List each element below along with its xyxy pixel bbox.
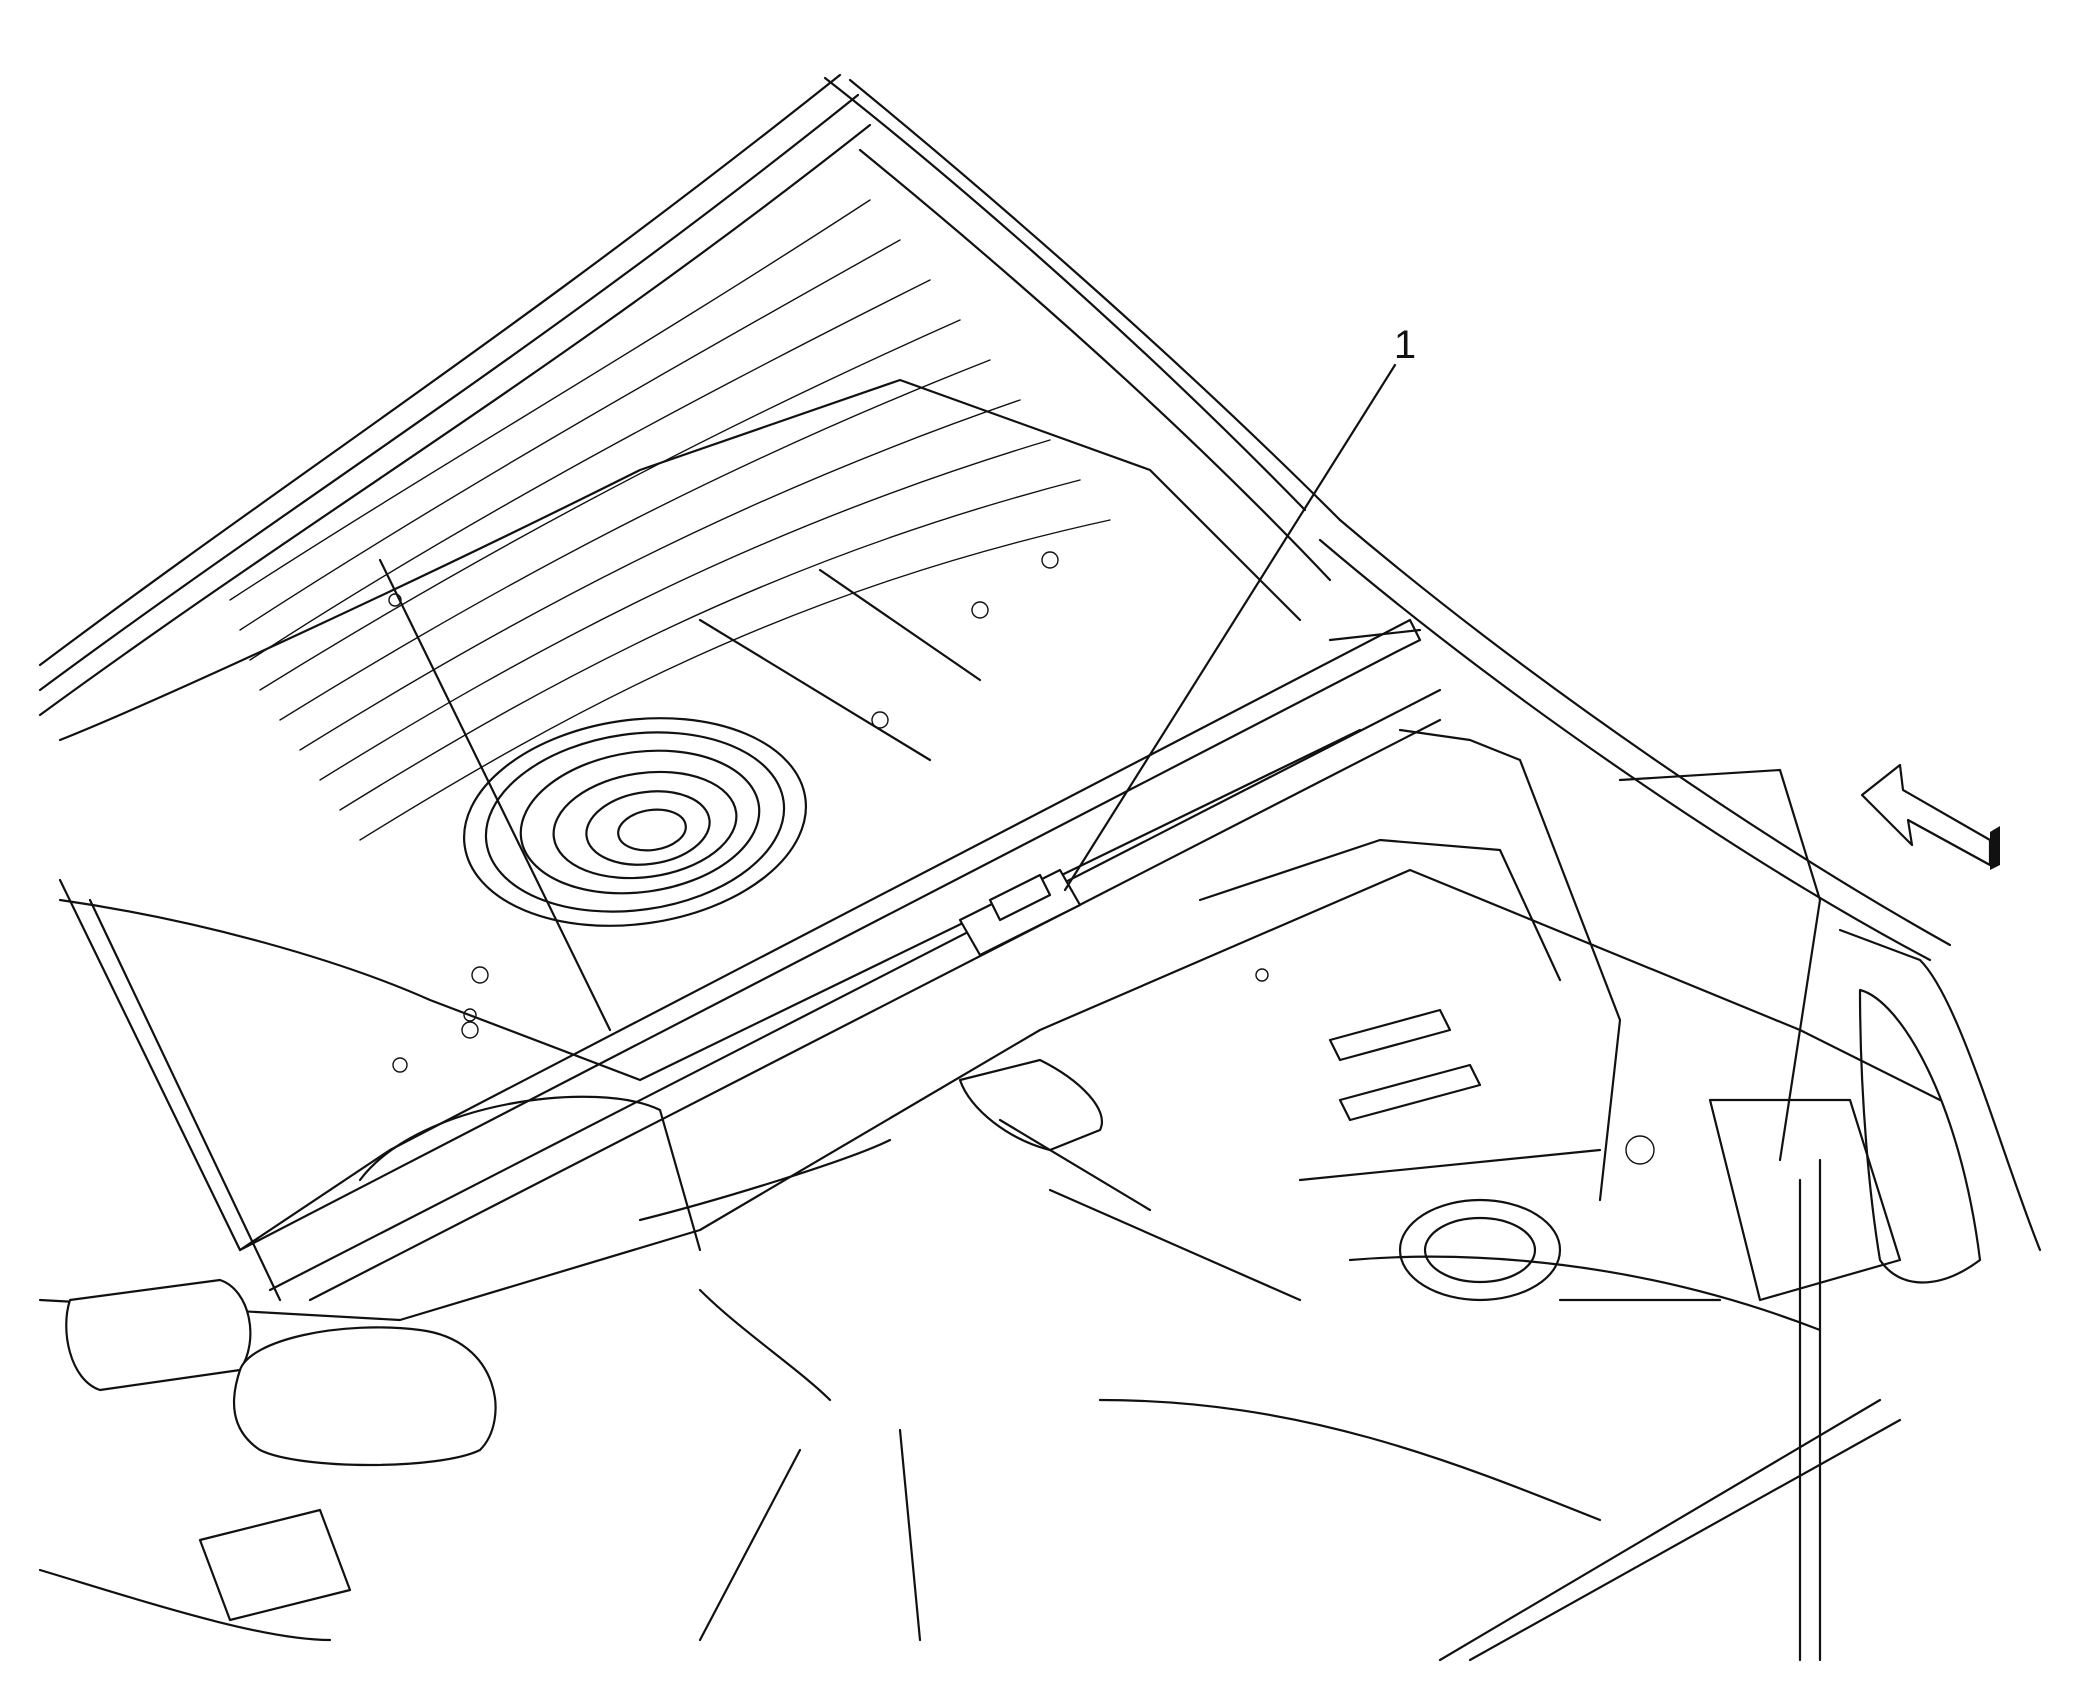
right-quarter-panel [1198, 728, 2042, 1662]
callout-label: 1 [1394, 323, 1416, 367]
callout-1: 1 [1063, 323, 1416, 892]
rear-shelf-panel [58, 378, 1362, 1082]
callout-leader-line [1063, 363, 1397, 892]
rear-window [38, 73, 1952, 962]
speaker [462, 717, 808, 927]
trunk-floor [38, 868, 1942, 1642]
arrow-icon [1860, 763, 2000, 870]
deck-cross-member [58, 618, 1442, 1302]
